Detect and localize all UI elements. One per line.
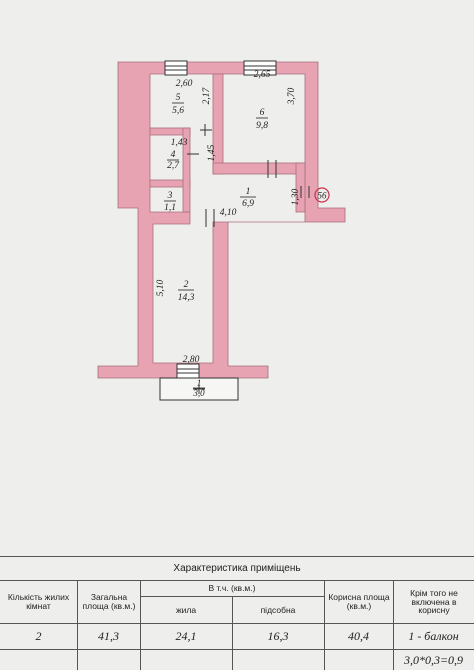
header-including: В т.ч. (кв.м.) xyxy=(208,583,256,594)
header-excluded: Крім того не включена в корисну xyxy=(410,587,458,616)
value-living: 24,1 xyxy=(175,629,197,644)
room-label-3: 3 1,1 xyxy=(164,191,176,213)
dim-corridor-width: 4,10 xyxy=(220,208,237,218)
svg-text:5: 5 xyxy=(176,93,181,103)
svg-text:2,7: 2,7 xyxy=(167,161,180,171)
value-auxiliary: 16,3 xyxy=(267,629,289,644)
svg-text:3,0: 3,0 xyxy=(192,388,205,398)
svg-text:1,1: 1,1 xyxy=(164,203,176,213)
svg-text:1: 1 xyxy=(197,378,202,388)
svg-text:3: 3 xyxy=(167,191,173,201)
header-useful-area: Корисна площа (кв.м.) xyxy=(328,592,390,611)
room-label-1: 1 6,9 xyxy=(240,187,256,209)
svg-text:6,9: 6,9 xyxy=(242,199,254,209)
window-marks xyxy=(164,60,277,379)
dim-room5-height: 2,17 xyxy=(202,86,212,104)
value-rooms-count: 2 xyxy=(35,629,42,644)
room-label-6: 6 9,8 xyxy=(256,108,268,131)
dim-room4-width: 1,43 xyxy=(171,138,188,148)
room-label-balcony: 1 3,0 xyxy=(192,378,205,398)
svg-text:5,6: 5,6 xyxy=(172,106,184,116)
svg-text:6: 6 xyxy=(260,108,265,118)
dim-room5-width: 2,60 xyxy=(176,79,193,89)
floor-plan: 2,60 2,65 2,17 3,70 1,43 1,45 4,10 1,30 … xyxy=(97,60,346,401)
dim-room6-width: 2,65 xyxy=(254,70,271,80)
building-number-badge: 56 xyxy=(314,187,330,203)
value-total-area: 41,3 xyxy=(98,629,119,644)
header-living: жила xyxy=(175,604,197,615)
svg-text:56: 56 xyxy=(318,191,328,201)
svg-text:2: 2 xyxy=(184,280,189,290)
svg-text:14,3: 14,3 xyxy=(178,293,195,303)
room-characteristics-table: Характеристика приміщень Кількість жилих… xyxy=(0,556,474,670)
room-label-2: 2 14,3 xyxy=(178,280,195,303)
dim-room4-height: 1,45 xyxy=(207,144,217,161)
room-label-4: 4 2,7 xyxy=(167,150,180,171)
value-useful-area: 40,4 xyxy=(348,629,369,644)
header-rooms-count: Кількість жилих кімнат xyxy=(7,592,70,611)
header-auxiliary: підсобна xyxy=(260,604,296,615)
dim-room2-width: 2,80 xyxy=(183,355,200,365)
table-title: Характеристика приміщень xyxy=(173,562,301,574)
value-excluded-balcony: 1 - балкон xyxy=(408,629,459,644)
room-label-5: 5 5,6 xyxy=(172,93,184,116)
dim-corridor-height: 1,30 xyxy=(291,188,301,205)
header-total-area: Загальна площа (кв.м.) xyxy=(82,592,136,611)
dim-room6-height: 3,70 xyxy=(287,87,297,105)
dim-room2-height: 5,10 xyxy=(156,279,166,296)
value-excluded-formula: 3,0*0,3=0,9 xyxy=(403,652,464,667)
svg-text:9,8: 9,8 xyxy=(256,121,268,131)
svg-text:4: 4 xyxy=(171,150,176,160)
door-marks xyxy=(187,124,310,227)
svg-text:1: 1 xyxy=(246,187,251,197)
